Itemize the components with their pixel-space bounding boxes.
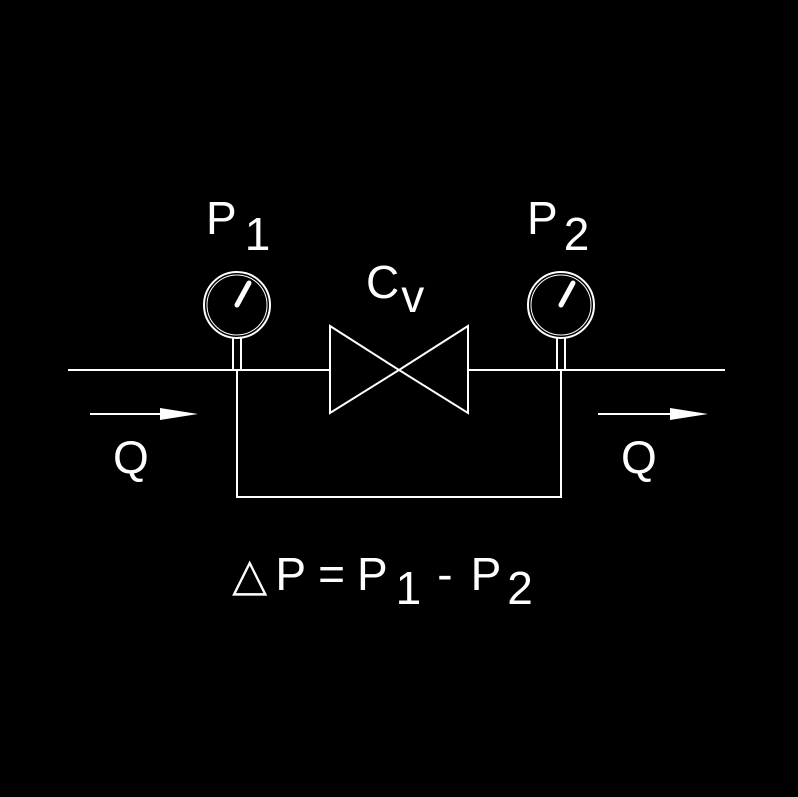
flow-left-label: Q — [113, 431, 149, 483]
flow-arrow-icon — [598, 408, 708, 420]
pressure-gauge-icon — [527, 271, 595, 370]
equation-p2-subscript: 2 — [507, 562, 533, 614]
gauge-left-symbol: P — [206, 192, 237, 244]
equation-p2-symbol: P — [471, 548, 502, 600]
valve-label: Cv — [366, 256, 424, 322]
equation-p1-symbol: P — [357, 548, 388, 600]
equation-equals: = — [318, 548, 345, 600]
equation-p1-subscript: 1 — [396, 562, 422, 614]
flow-arrow-icon — [90, 408, 198, 420]
gauge-right-subscript: 2 — [564, 208, 590, 260]
valve-subscript: v — [401, 270, 424, 322]
pressure-gauge-icon — [203, 271, 271, 370]
equation-minus: - — [437, 548, 452, 600]
bypass-loop — [236, 370, 562, 498]
gauge-left-subscript: 1 — [245, 208, 271, 260]
equation-delta: △ — [232, 548, 268, 600]
gauge-right-symbol: P — [527, 192, 558, 244]
valve-symbol: C — [366, 256, 399, 308]
equation-lhs: P — [275, 548, 306, 600]
flow-right-label: Q — [621, 431, 657, 483]
control-valve-icon — [329, 324, 469, 415]
